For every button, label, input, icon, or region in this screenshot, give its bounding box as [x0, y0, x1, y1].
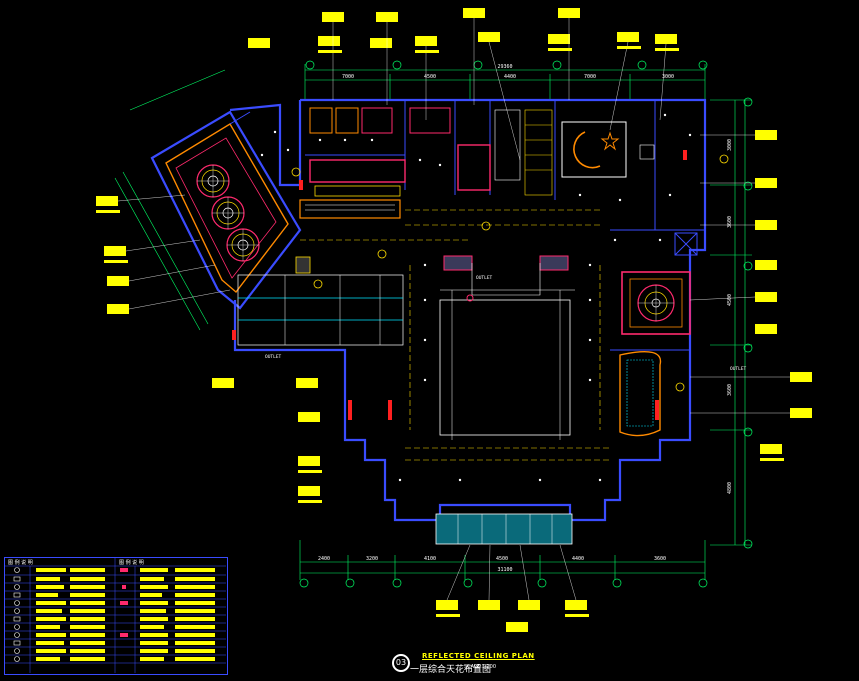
dim-top-2: 4500	[424, 74, 436, 80]
outlet-label-1: OUTLET	[265, 354, 282, 360]
feature-light-1	[196, 164, 230, 198]
title-chinese: 一层综合天花布置图	[410, 665, 492, 675]
outlet-label-3: OUTLET	[730, 366, 747, 372]
dim-top-5: 3000	[662, 74, 674, 80]
dim-bottom-6: 3600	[654, 556, 666, 562]
top-dimension-chain	[304, 64, 706, 100]
angled-wing	[114, 69, 289, 331]
dim-top-1: 7000	[342, 74, 354, 80]
bottom-dimension-chain	[299, 540, 706, 580]
ceiling-fans	[291, 154, 729, 392]
bracket-markers	[96, 46, 784, 617]
ceiling-grid	[300, 209, 610, 461]
entrance-canopy	[435, 513, 573, 545]
dim-right-1: 3000	[727, 139, 733, 151]
sheet-number-badge: 03	[392, 654, 410, 672]
legend-head-left: 图 例 说 明	[8, 560, 33, 566]
callout-leaders	[117, 18, 790, 601]
building-walls	[150, 98, 707, 522]
columns	[232, 150, 687, 420]
feature-light-3	[226, 228, 260, 262]
dim-bottom-3: 4100	[424, 556, 436, 562]
grid-bubbles-right	[743, 97, 753, 549]
legend-box: 图 例 说 明 图 例 说 明	[4, 557, 228, 675]
dim-top-3: 4400	[504, 74, 516, 80]
title-english: REFLECTED CEILING PLAN	[422, 652, 535, 660]
outlet-label-2: OUTLET	[476, 275, 493, 281]
dim-bottom-2: 3200	[366, 556, 378, 562]
callout-tags	[96, 8, 812, 632]
downlights	[260, 113, 692, 482]
dim-bottom-1: 2400	[318, 556, 330, 562]
dim-right-4: 3600	[727, 384, 733, 396]
dim-right-3: 4500	[727, 294, 733, 306]
grid-bubbles-bottom	[299, 578, 708, 588]
feature-light-2	[211, 196, 245, 230]
left-lower-panels	[237, 256, 404, 346]
dim-bottom-total: 31100	[497, 567, 512, 573]
right-feature-room	[619, 271, 691, 437]
dim-right-5: 4800	[727, 482, 733, 494]
drawing-title-block: 03 REFLECTED CEILING PLAN 一层综合天花布置图 SCAL…	[392, 652, 542, 676]
dim-bottom-4: 4500	[496, 556, 508, 562]
legend-table	[4, 557, 226, 673]
right-dimension-chain	[710, 99, 752, 546]
central-atrium	[439, 255, 575, 440]
dim-top-total: 29360	[497, 64, 512, 70]
dim-right-2: 3600	[727, 216, 733, 228]
drawing-scale: SCALE 1:100	[464, 664, 497, 670]
legend-head-right: 图 例 说 明	[119, 560, 144, 566]
dim-bottom-5: 4400	[572, 556, 584, 562]
dim-top-4: 7000	[584, 74, 596, 80]
upper-rooms	[299, 107, 655, 219]
